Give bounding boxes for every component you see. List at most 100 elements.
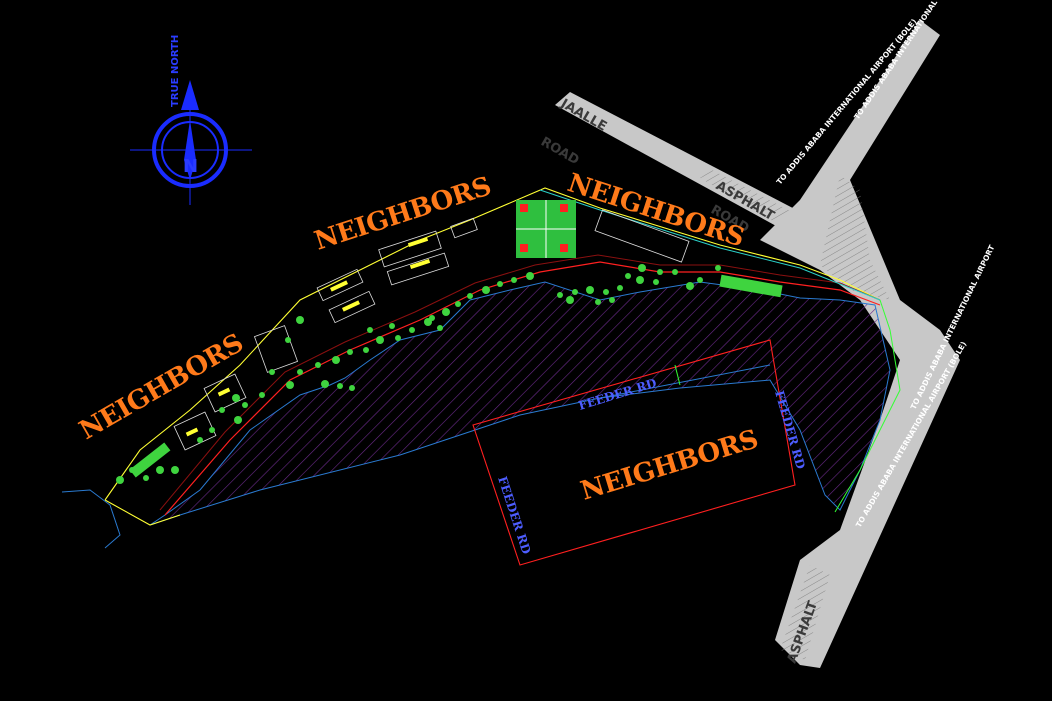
tree-canopy <box>409 327 415 333</box>
tree-canopy <box>347 349 353 355</box>
planting-strips <box>129 274 783 478</box>
airport-road <box>760 20 960 668</box>
tree-canopy <box>142 459 148 465</box>
highlight-5 <box>217 387 231 397</box>
tree-canopy <box>636 276 644 284</box>
access-road-red <box>164 261 881 516</box>
asphalt-road-lower <box>780 565 830 660</box>
tree-canopy <box>686 282 694 290</box>
trees <box>116 264 721 484</box>
north-compass: N TRUE NORTH <box>130 35 252 205</box>
tree-canopy <box>129 467 135 473</box>
site-area <box>61 187 901 549</box>
tree-canopy <box>557 292 563 298</box>
stream <box>61 489 121 549</box>
tree-canopy <box>337 383 343 389</box>
north-arrow-icon <box>181 80 199 110</box>
building-1 <box>378 230 442 268</box>
court-marker-2 <box>560 204 568 212</box>
tree-canopy <box>657 269 663 275</box>
tree-canopy <box>442 308 450 316</box>
tree-canopy <box>269 369 275 375</box>
neighbors-top: NEIGHBORS <box>311 171 495 256</box>
building-6 <box>203 373 247 413</box>
asphalt-roads <box>555 20 960 668</box>
tree-canopy <box>672 269 678 275</box>
building-2 <box>386 252 450 286</box>
tree-canopy <box>171 466 179 474</box>
feeder-marker <box>674 364 681 386</box>
feeder-parcel-outline <box>472 339 796 566</box>
tree-canopy <box>638 264 646 272</box>
tree-canopy <box>209 427 215 433</box>
tree-canopy <box>234 416 242 424</box>
planting-strip-west <box>129 442 171 478</box>
highlight-3 <box>329 280 349 292</box>
tree-canopy <box>349 385 355 391</box>
compass-n-letter: N <box>183 156 198 177</box>
tree-canopy <box>697 277 703 283</box>
tree-canopy <box>296 316 304 324</box>
buildings <box>173 209 690 451</box>
tree-canopy <box>259 392 265 398</box>
tree-canopy <box>653 279 659 285</box>
tree-canopy <box>625 273 631 279</box>
access-road-red-2 <box>159 254 881 511</box>
tree-canopy <box>363 347 369 353</box>
tree-canopy <box>603 289 609 295</box>
tree-canopy <box>586 286 594 294</box>
tree-canopy <box>566 296 574 304</box>
highlight-1 <box>407 237 429 247</box>
tree-canopy <box>429 315 435 321</box>
cyan-edge <box>539 189 881 301</box>
tree-canopy <box>321 380 329 388</box>
tree-canopy <box>197 437 203 443</box>
tree-canopy <box>572 289 578 295</box>
tree-canopy <box>617 285 623 291</box>
site-boundary-south <box>104 499 181 526</box>
neighbors-left: NEIGHBORS <box>75 328 249 446</box>
tree-canopy <box>219 407 225 413</box>
tree-canopy <box>511 277 517 283</box>
building-highlights <box>185 237 431 437</box>
court-marker-4 <box>560 244 568 252</box>
airport-road-hatch <box>820 175 890 300</box>
tree-canopy <box>455 301 461 307</box>
planting-strip-east <box>719 274 783 298</box>
tree-canopy <box>715 265 721 271</box>
tree-canopy <box>285 337 291 343</box>
tree-canopy <box>286 381 294 389</box>
compass-needle-icon <box>184 120 196 180</box>
building-3 <box>316 268 364 302</box>
tree-canopy <box>156 466 164 474</box>
tree-canopy <box>395 335 401 341</box>
tree-canopy <box>116 476 124 484</box>
tree-canopy <box>437 325 443 331</box>
tree-canopy <box>367 327 373 333</box>
tree-canopy <box>297 369 303 375</box>
court-marker-3 <box>520 244 528 252</box>
building-5 <box>253 325 299 373</box>
tree-canopy <box>332 356 340 364</box>
tree-canopy <box>389 323 395 329</box>
court-marker-1 <box>520 204 528 212</box>
highlight-4 <box>341 300 361 312</box>
tree-canopy <box>376 336 384 344</box>
feeder-rd-left: FEEDER RD <box>495 475 533 556</box>
building-9 <box>594 209 690 263</box>
highlight-2 <box>409 259 431 269</box>
jaalle-road-label: ROAD <box>538 134 582 168</box>
tree-canopy <box>467 293 473 299</box>
true-north-label: TRUE NORTH <box>170 35 181 107</box>
east-edge <box>834 299 901 513</box>
tree-canopy <box>526 272 534 280</box>
compass-ring <box>152 112 228 188</box>
tree-canopy <box>595 299 601 305</box>
neighbors-center: NEIGHBORS <box>577 424 761 506</box>
sports-field <box>516 200 576 258</box>
highlight-6 <box>185 427 199 437</box>
tree-canopy <box>143 475 149 481</box>
tree-canopy <box>242 402 248 408</box>
